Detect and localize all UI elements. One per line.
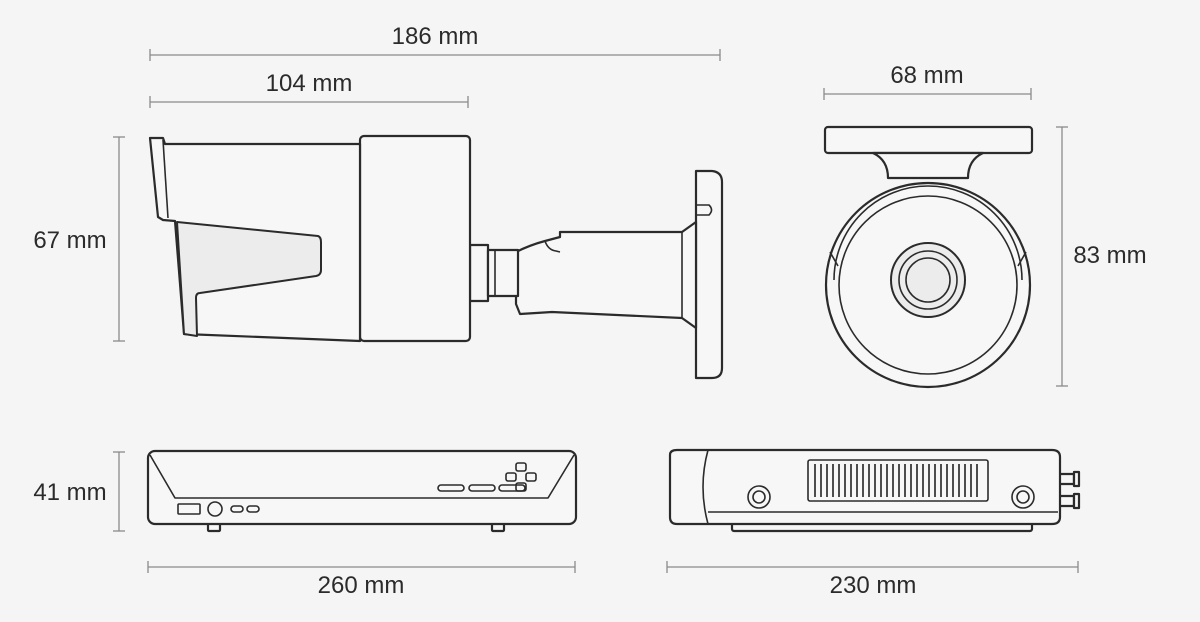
dimension-camera-total-length: 186 mm: [149, 23, 721, 61]
nvr-front-view: [146, 449, 578, 533]
label-camera-front-height: 83 mm: [1073, 242, 1146, 269]
bullet-camera-side-view: [148, 134, 724, 380]
label-camera-front-width: 68 mm: [890, 62, 963, 89]
nvr-side-view: [668, 448, 1081, 533]
dimension-nvr-height: 41 mm: [33, 451, 125, 532]
dimension-camera-height: 67 mm: [33, 136, 125, 342]
label-camera-height: 67 mm: [33, 227, 106, 254]
bullet-camera-front-view: [823, 125, 1034, 389]
dimension-nvr-width: 260 mm: [147, 561, 576, 599]
dimension-camera-body-length: 104 mm: [149, 70, 469, 108]
dimension-camera-front-height: 83 mm: [1056, 126, 1147, 387]
label-nvr-depth: 230 mm: [830, 572, 917, 599]
label-camera-body-length: 104 mm: [266, 70, 353, 97]
label-nvr-height: 41 mm: [33, 479, 106, 506]
dimension-nvr-depth: 230 mm: [666, 561, 1079, 599]
label-nvr-width: 260 mm: [318, 572, 405, 599]
label-camera-total-length: 186 mm: [392, 23, 479, 50]
dimension-camera-front-width: 68 mm: [823, 62, 1032, 100]
